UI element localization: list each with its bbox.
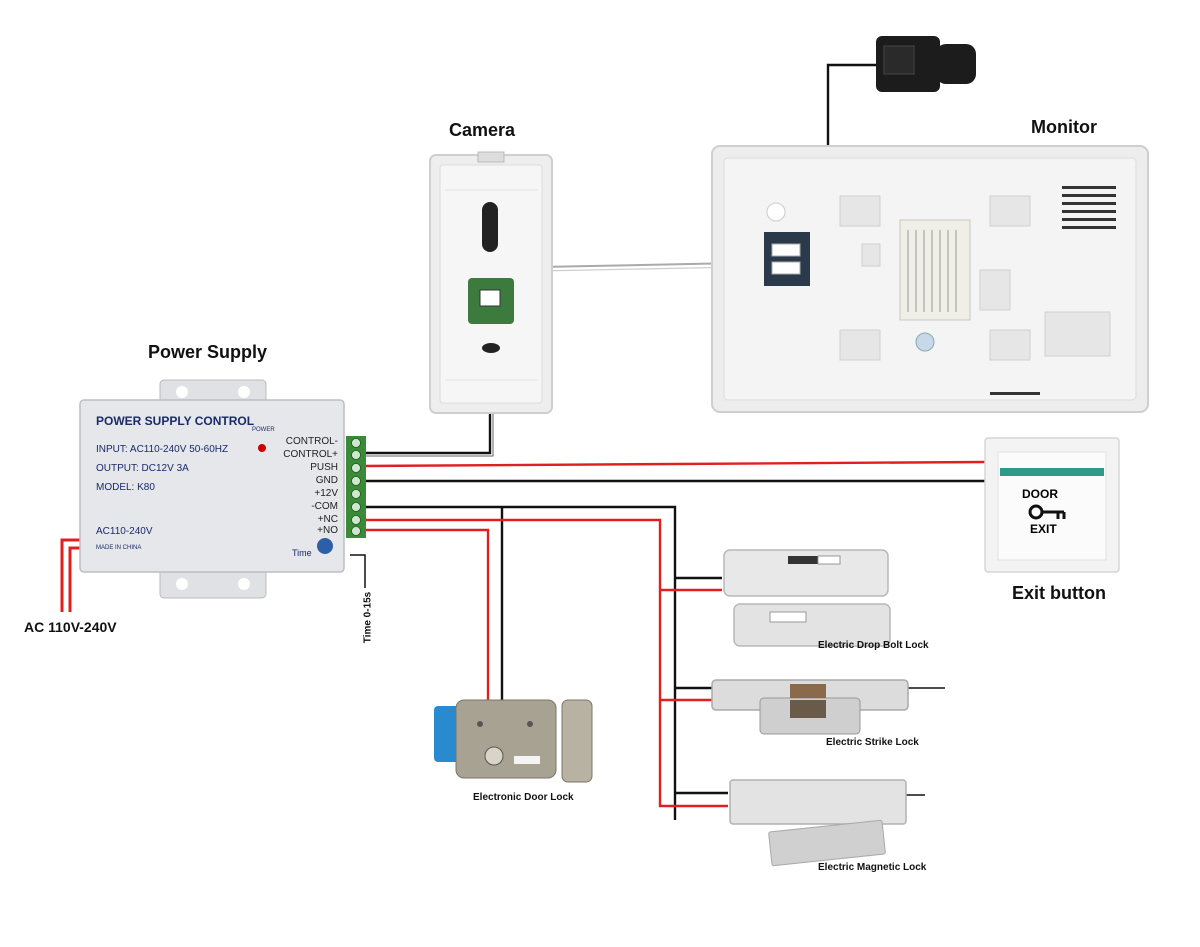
power-supply-unit <box>79 379 366 599</box>
psu-model: MODEL: K80 <box>96 482 155 493</box>
monitor-title: Monitor <box>1031 117 1097 137</box>
nc-wire <box>362 518 728 808</box>
psu-input-spec: INPUT: AC110-240V 50-60HZ <box>96 444 229 455</box>
time-line <box>350 554 366 588</box>
strike-lock-label: Electric Strike Lock <box>826 737 919 748</box>
no-wire <box>362 528 490 700</box>
exit-button-unit <box>984 437 1120 573</box>
power-supply-title: Power Supply <box>148 342 268 362</box>
drop-bolt-lock-label: Electric Drop Bolt Lock <box>818 640 929 651</box>
exit-button-door-text: DOOR <box>1022 487 1058 501</box>
com-wire <box>362 505 677 820</box>
terminal-gnd: GND <box>315 475 338 486</box>
terminal-12v: +12V <box>314 488 338 499</box>
psu-brand-title: POWER SUPPLY CONTROL <box>96 414 255 428</box>
terminal-no: +NO <box>317 525 338 536</box>
terminal-nc: +NC <box>317 514 338 525</box>
camera-title: Camera <box>449 120 516 140</box>
terminal-control-plus: CONTROL+ <box>283 449 338 460</box>
electronic-door-lock-label: Electronic Door Lock <box>473 792 574 803</box>
magnetic-lock-label: Electric Magnetic Lock <box>818 862 927 873</box>
psu-made-in: MADE IN CHINA <box>96 545 142 551</box>
psu-time-knob-label: Time <box>292 548 312 558</box>
magnetic-lock-unit <box>729 779 907 867</box>
ac-input-label: AC 110V-240V <box>24 619 117 635</box>
ac-wire <box>60 538 80 612</box>
power-adapter <box>876 36 976 92</box>
time-range-label: Time 0-15s <box>362 591 374 644</box>
terminal-com: -COM <box>311 501 338 512</box>
push-wire <box>361 460 986 468</box>
exit-button-title: Exit button <box>1012 583 1106 603</box>
strike-lock-unit <box>711 679 909 735</box>
drop-bolt-lock-unit <box>723 549 891 647</box>
psu-power-led-label: POWER <box>252 427 275 433</box>
monitor-unit <box>711 145 1149 413</box>
electronic-door-lock-unit <box>434 699 593 783</box>
exit-button-exit-text: EXIT <box>1030 522 1057 536</box>
psu-output-spec: OUTPUT: DC12V 3A <box>96 463 189 474</box>
terminal-control-minus: CONTROL- <box>285 436 338 447</box>
psu-ac-label: AC110-240V <box>96 526 153 537</box>
camera-unit <box>429 151 553 414</box>
terminal-push: PUSH <box>310 462 338 473</box>
